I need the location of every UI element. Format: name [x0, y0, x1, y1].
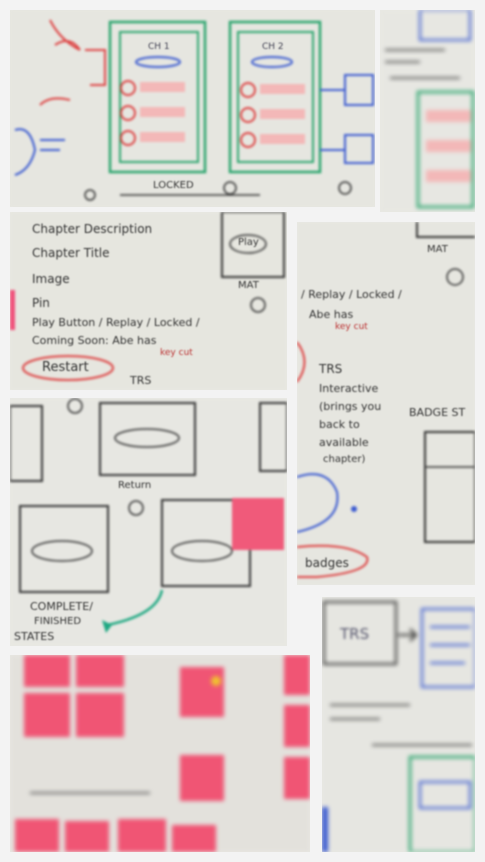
- line-abe-has: Abe has: [309, 308, 354, 321]
- sticky-notes-cluster: [10, 655, 310, 852]
- line-mat-right: MAT: [427, 244, 448, 255]
- line-trs-right: TRS: [319, 362, 343, 376]
- line-key-cut: key cut: [160, 348, 193, 358]
- whiteboard-sketch-trs-diagram: [322, 597, 475, 852]
- line-replay-locked: / Replay / Locked /: [301, 288, 402, 301]
- line-brings-you: (brings you: [319, 400, 382, 413]
- line-badges: badges: [305, 556, 349, 570]
- whiteboard-sketch-chapter-cards: [10, 10, 375, 207]
- line-chapter-description: Chapter Description: [32, 222, 153, 236]
- label-trs-box: TRS: [340, 625, 370, 643]
- label-ch2: CH 2: [262, 42, 284, 52]
- label-states: STATES: [14, 630, 55, 643]
- line-play: Play: [238, 237, 259, 248]
- photo-tile-sticky-notes: [10, 655, 310, 852]
- whiteboard-sketch-states: [10, 398, 287, 646]
- photo-tile-finished-states: Return COMPLETE/ FINISHED STATES: [10, 398, 287, 646]
- line-key-cut-right: key cut: [335, 322, 368, 332]
- line-chapter: chapter): [323, 454, 366, 465]
- line-trs: TRS: [130, 374, 152, 387]
- whiteboard-sketch-trs: [297, 222, 475, 585]
- photo-tile-chapter-cards: CH 1 CH 2 LOCKED: [10, 10, 375, 207]
- line-available: available: [319, 436, 369, 449]
- label-locked: LOCKED: [153, 180, 194, 191]
- line-interactive: Interactive: [319, 382, 379, 395]
- label-return: Return: [118, 480, 152, 491]
- photo-tile-trs-interactive: MAT / Replay / Locked / Abe has key cut …: [297, 222, 475, 585]
- label-ch1: CH 1: [148, 42, 170, 52]
- line-play-button: Play Button / Replay / Locked /: [32, 316, 200, 329]
- label-finished: FINISHED: [34, 616, 82, 627]
- line-coming-soon: Coming Soon: Abe has: [32, 334, 157, 347]
- line-pin: Pin: [32, 296, 50, 310]
- whiteboard-sketch-chapter-fields: [10, 212, 287, 390]
- line-mat: MAT: [238, 280, 259, 291]
- whiteboard-sketch-top-right: [380, 10, 475, 212]
- line-badge-states: BADGE ST: [409, 406, 466, 419]
- photo-tile-trs-diagram: TRS: [322, 597, 475, 852]
- line-image: Image: [32, 272, 70, 286]
- photo-tile-chapter-fields: Chapter Description Chapter Title Image …: [10, 212, 287, 390]
- label-complete: COMPLETE/: [30, 600, 93, 613]
- photo-tile-top-right: [380, 10, 475, 212]
- line-restart: Restart: [42, 360, 89, 375]
- line-chapter-title: Chapter Title: [32, 246, 110, 260]
- line-back-to: back to: [319, 418, 360, 431]
